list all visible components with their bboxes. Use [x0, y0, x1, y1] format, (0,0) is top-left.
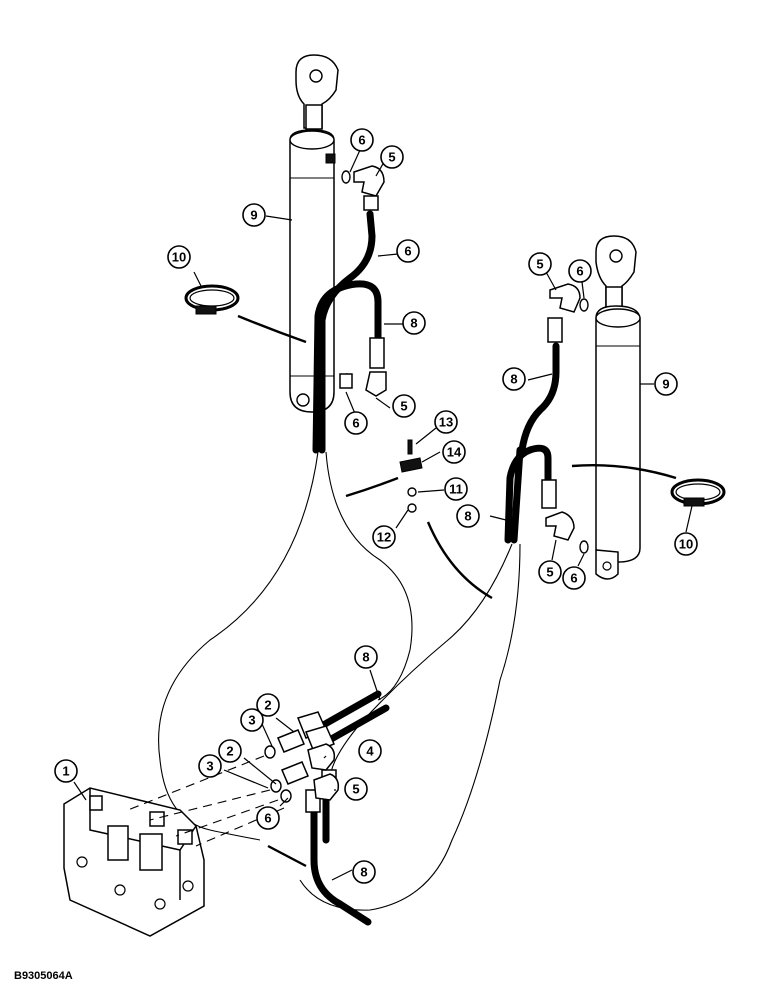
right-cylinder-fittings: [504, 283, 589, 554]
callout-6: 6: [562, 566, 586, 590]
svg-text:3: 3: [248, 713, 255, 728]
svg-text:13: 13: [439, 415, 453, 430]
control-valve: [63, 787, 205, 937]
hose-clamp-right: [571, 464, 726, 507]
callout-1: 1: [54, 759, 78, 783]
figure-code-suffix: 4A: [58, 970, 73, 982]
svg-text:8: 8: [510, 372, 517, 387]
svg-text:3: 3: [206, 759, 213, 774]
callout-12: 12: [372, 525, 396, 549]
svg-text:5: 5: [546, 565, 553, 580]
right-cylinder: [595, 235, 641, 580]
svg-text:8: 8: [464, 509, 471, 524]
callout-6: 6: [350, 128, 374, 152]
svg-text:5: 5: [388, 150, 395, 165]
left-cylinder-fittings: [312, 165, 387, 454]
svg-text:6: 6: [576, 264, 583, 279]
svg-text:5: 5: [536, 257, 543, 272]
callout-14: 14: [442, 440, 466, 464]
callout-6: 6: [568, 259, 592, 283]
callout-9: 9: [654, 372, 678, 396]
callout-5: 5: [380, 145, 404, 169]
callout-5: 5: [392, 394, 416, 418]
lower-hoses: [267, 690, 390, 926]
svg-text:10: 10: [679, 537, 693, 552]
callout-8: 8: [402, 311, 426, 335]
svg-text:1: 1: [62, 764, 69, 779]
callout-8: 8: [352, 860, 376, 884]
callout-6: 6: [396, 239, 420, 263]
callout-3: 3: [198, 754, 222, 778]
callout-8: 8: [354, 645, 378, 669]
callout-6: 6: [256, 806, 280, 830]
callout-8: 8: [502, 367, 526, 391]
callout-4: 4: [358, 739, 382, 763]
svg-text:4: 4: [366, 744, 374, 759]
callout-3: 3: [240, 708, 264, 732]
hose-clamp-left: [184, 284, 307, 344]
svg-text:6: 6: [404, 244, 411, 259]
callout-6: 6: [344, 411, 368, 435]
svg-text:14: 14: [447, 445, 462, 460]
callout-13: 13: [434, 410, 458, 434]
svg-text:5: 5: [352, 782, 359, 797]
callout-11: 11: [444, 477, 468, 501]
svg-text:8: 8: [410, 316, 417, 331]
svg-text:5: 5: [400, 399, 407, 414]
callout-10: 10: [167, 245, 191, 269]
callout-2: 2: [218, 739, 242, 763]
svg-text:9: 9: [662, 377, 669, 392]
svg-text:8: 8: [360, 865, 367, 880]
callout-8: 8: [456, 504, 480, 528]
figure-code-main: B930506: [14, 970, 59, 982]
svg-text:9: 9: [250, 208, 257, 223]
svg-text:6: 6: [570, 571, 577, 586]
svg-text:2: 2: [264, 698, 271, 713]
callout-5: 5: [528, 252, 552, 276]
valve-fittings: [264, 729, 340, 803]
callout-5: 5: [538, 560, 562, 584]
callout-2: 2: [256, 693, 280, 717]
svg-text:6: 6: [264, 811, 271, 826]
svg-text:11: 11: [449, 482, 463, 497]
figure-code: B9305064A: [14, 970, 73, 982]
hose-bracket-hardware: [345, 439, 493, 600]
callout-9: 9: [242, 203, 266, 227]
svg-text:6: 6: [352, 416, 359, 431]
callout-leaders: [73, 149, 693, 881]
callout-10: 10: [674, 532, 698, 556]
svg-text:6: 6: [358, 133, 365, 148]
svg-text:12: 12: [377, 530, 391, 545]
svg-text:2: 2: [226, 744, 233, 759]
svg-text:10: 10: [172, 250, 186, 265]
callout-5: 5: [344, 777, 368, 801]
svg-text:8: 8: [362, 650, 369, 665]
